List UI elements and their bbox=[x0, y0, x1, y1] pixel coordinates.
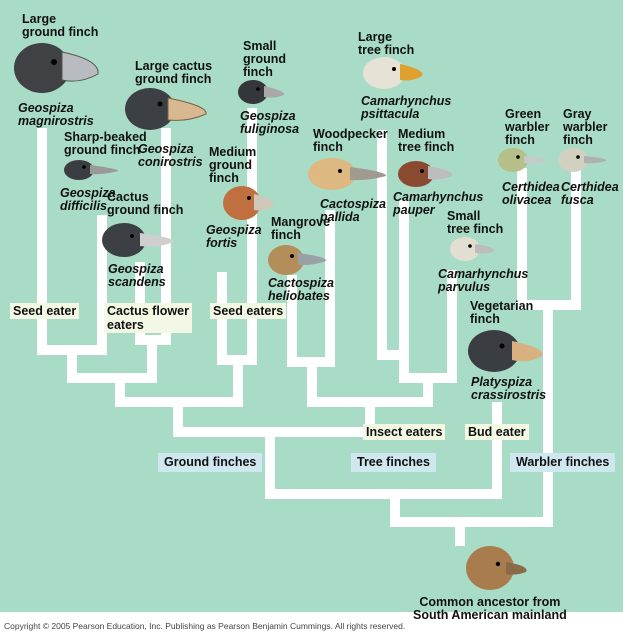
large-cactus-ground-finch-head-illustration bbox=[125, 88, 207, 130]
branch-medium-tree bbox=[399, 200, 428, 383]
medium-ground-finch-head-illustration bbox=[223, 186, 275, 220]
species-name-sharp-beaked: Geospiza difficilis bbox=[60, 186, 116, 213]
branch-mangrove bbox=[287, 275, 312, 367]
species-name-mangrove: Cactospiza heliobates bbox=[268, 276, 334, 303]
species-name-small-ground: Geospiza fuliginosa bbox=[240, 109, 300, 136]
common-name-green-warbler: Green warbler finch bbox=[505, 107, 550, 147]
mangrove-finch-head-illustration bbox=[268, 245, 327, 275]
common-name-gray-warbler: Gray warbler finch bbox=[563, 107, 608, 147]
woodpecker-finch-head-illustration bbox=[308, 158, 387, 190]
group-label-ground-finches: Ground finches bbox=[158, 453, 263, 472]
common-name-vegetarian: Vegetarian finch bbox=[470, 299, 534, 326]
common-name-large-ground: Large ground finch bbox=[22, 12, 99, 39]
sharp-beaked-ground-finch-head-illustration bbox=[64, 160, 119, 180]
species-name-gray-warbler: Certhidea fusca bbox=[561, 180, 619, 207]
diet-label-cactus-flower-eaters: Cactus flower eaters bbox=[104, 303, 192, 333]
medium-tree-finch-head-illustration bbox=[398, 161, 453, 187]
diet-label-seed-eater: Seed eater bbox=[10, 303, 80, 319]
copyright-notice: Copyright © 2005 Pearson Education, Inc.… bbox=[4, 621, 406, 631]
branch-cactus-join bbox=[120, 340, 157, 383]
branch-seed-join bbox=[178, 360, 243, 407]
branch-gf-join1 bbox=[67, 350, 120, 383]
species-name-medium-ground: Geospiza fortis bbox=[206, 223, 262, 250]
common-name-mangrove: Mangrove finch bbox=[271, 215, 331, 242]
group-label-warbler-finches: Warbler finches bbox=[510, 453, 616, 472]
cactus-ground-finch-head-illustration bbox=[102, 223, 175, 257]
species-name-vegetarian: Platyspiza crassirostris bbox=[471, 375, 547, 402]
common-name-woodpecker: Woodpecker finch bbox=[313, 127, 388, 154]
species-name-medium-tree: Camarhynchus pauper bbox=[393, 190, 484, 217]
species-name-large-cactus: Geospiza conirostris bbox=[138, 142, 203, 169]
common-name-large-tree: Large tree finch bbox=[358, 30, 415, 57]
group-label-tree-finches: Tree finches bbox=[351, 453, 436, 472]
branch-tf-join1 bbox=[307, 362, 370, 407]
branch-ground-stem bbox=[173, 402, 270, 437]
ancestor-finch-head-illustration bbox=[466, 546, 527, 590]
branch-gf-join2 bbox=[115, 378, 178, 407]
species-name-woodpecker: Cactospiza pallida bbox=[320, 197, 386, 224]
common-name-sharp-beaked: Sharp-beaked ground finch bbox=[64, 130, 147, 157]
green-warbler-finch-head-illustration bbox=[498, 148, 547, 172]
common-name-small-tree: Small tree finch bbox=[447, 209, 504, 236]
branch-gray-warbler bbox=[548, 168, 581, 310]
branch-large-tree bbox=[377, 130, 404, 360]
common-name-large-cactus: Large cactus ground finch bbox=[135, 59, 213, 86]
branch-sharp-beaked bbox=[72, 215, 107, 355]
diet-label-insect-eaters: Insect eaters bbox=[363, 424, 446, 440]
common-name-cactus-ground: Cactus ground finch bbox=[107, 190, 184, 217]
common-name-medium-ground: Medium ground finch bbox=[209, 145, 257, 185]
ancestor-label: Common ancestor from South American main… bbox=[413, 595, 567, 622]
species-name-small-tree: Camarhynchus parvulus bbox=[438, 267, 529, 294]
small-tree-finch-head-illustration bbox=[450, 237, 495, 261]
branch-warbler-stem bbox=[460, 305, 553, 527]
gray-warbler-finch-head-illustration bbox=[558, 148, 607, 172]
branch-gt-stem bbox=[265, 432, 395, 499]
branch-vegetarian bbox=[395, 402, 502, 499]
species-name-large-tree: Camarhynchus psittacula bbox=[361, 94, 452, 121]
branch-tf-join2 bbox=[370, 378, 433, 407]
diet-label-bud-eater: Bud eater bbox=[465, 424, 529, 440]
common-name-medium-tree: Medium tree finch bbox=[398, 127, 455, 154]
branch-medium-ground bbox=[217, 272, 238, 365]
diet-label-seed-eaters: Seed eaters bbox=[210, 303, 287, 319]
branch-small-tree bbox=[428, 270, 457, 383]
vegetarian-finch-head-illustration bbox=[468, 330, 543, 372]
small-ground-finch-head-illustration bbox=[238, 80, 285, 104]
common-name-small-ground: Small ground finch bbox=[243, 39, 287, 79]
branch-gtv-stem bbox=[390, 494, 460, 527]
branch-green-warbler bbox=[517, 168, 548, 310]
species-name-large-ground: Geospiza magnirostris bbox=[18, 101, 94, 128]
branch-large-ground bbox=[37, 128, 72, 355]
large-tree-finch-head-illustration bbox=[363, 57, 423, 89]
species-name-green-warbler: Certhidea olivacea bbox=[502, 180, 560, 207]
branch-woodpecker bbox=[312, 210, 335, 367]
species-name-cactus-ground: Geospiza scandens bbox=[108, 262, 166, 289]
large-ground-finch-head-illustration bbox=[14, 43, 99, 93]
